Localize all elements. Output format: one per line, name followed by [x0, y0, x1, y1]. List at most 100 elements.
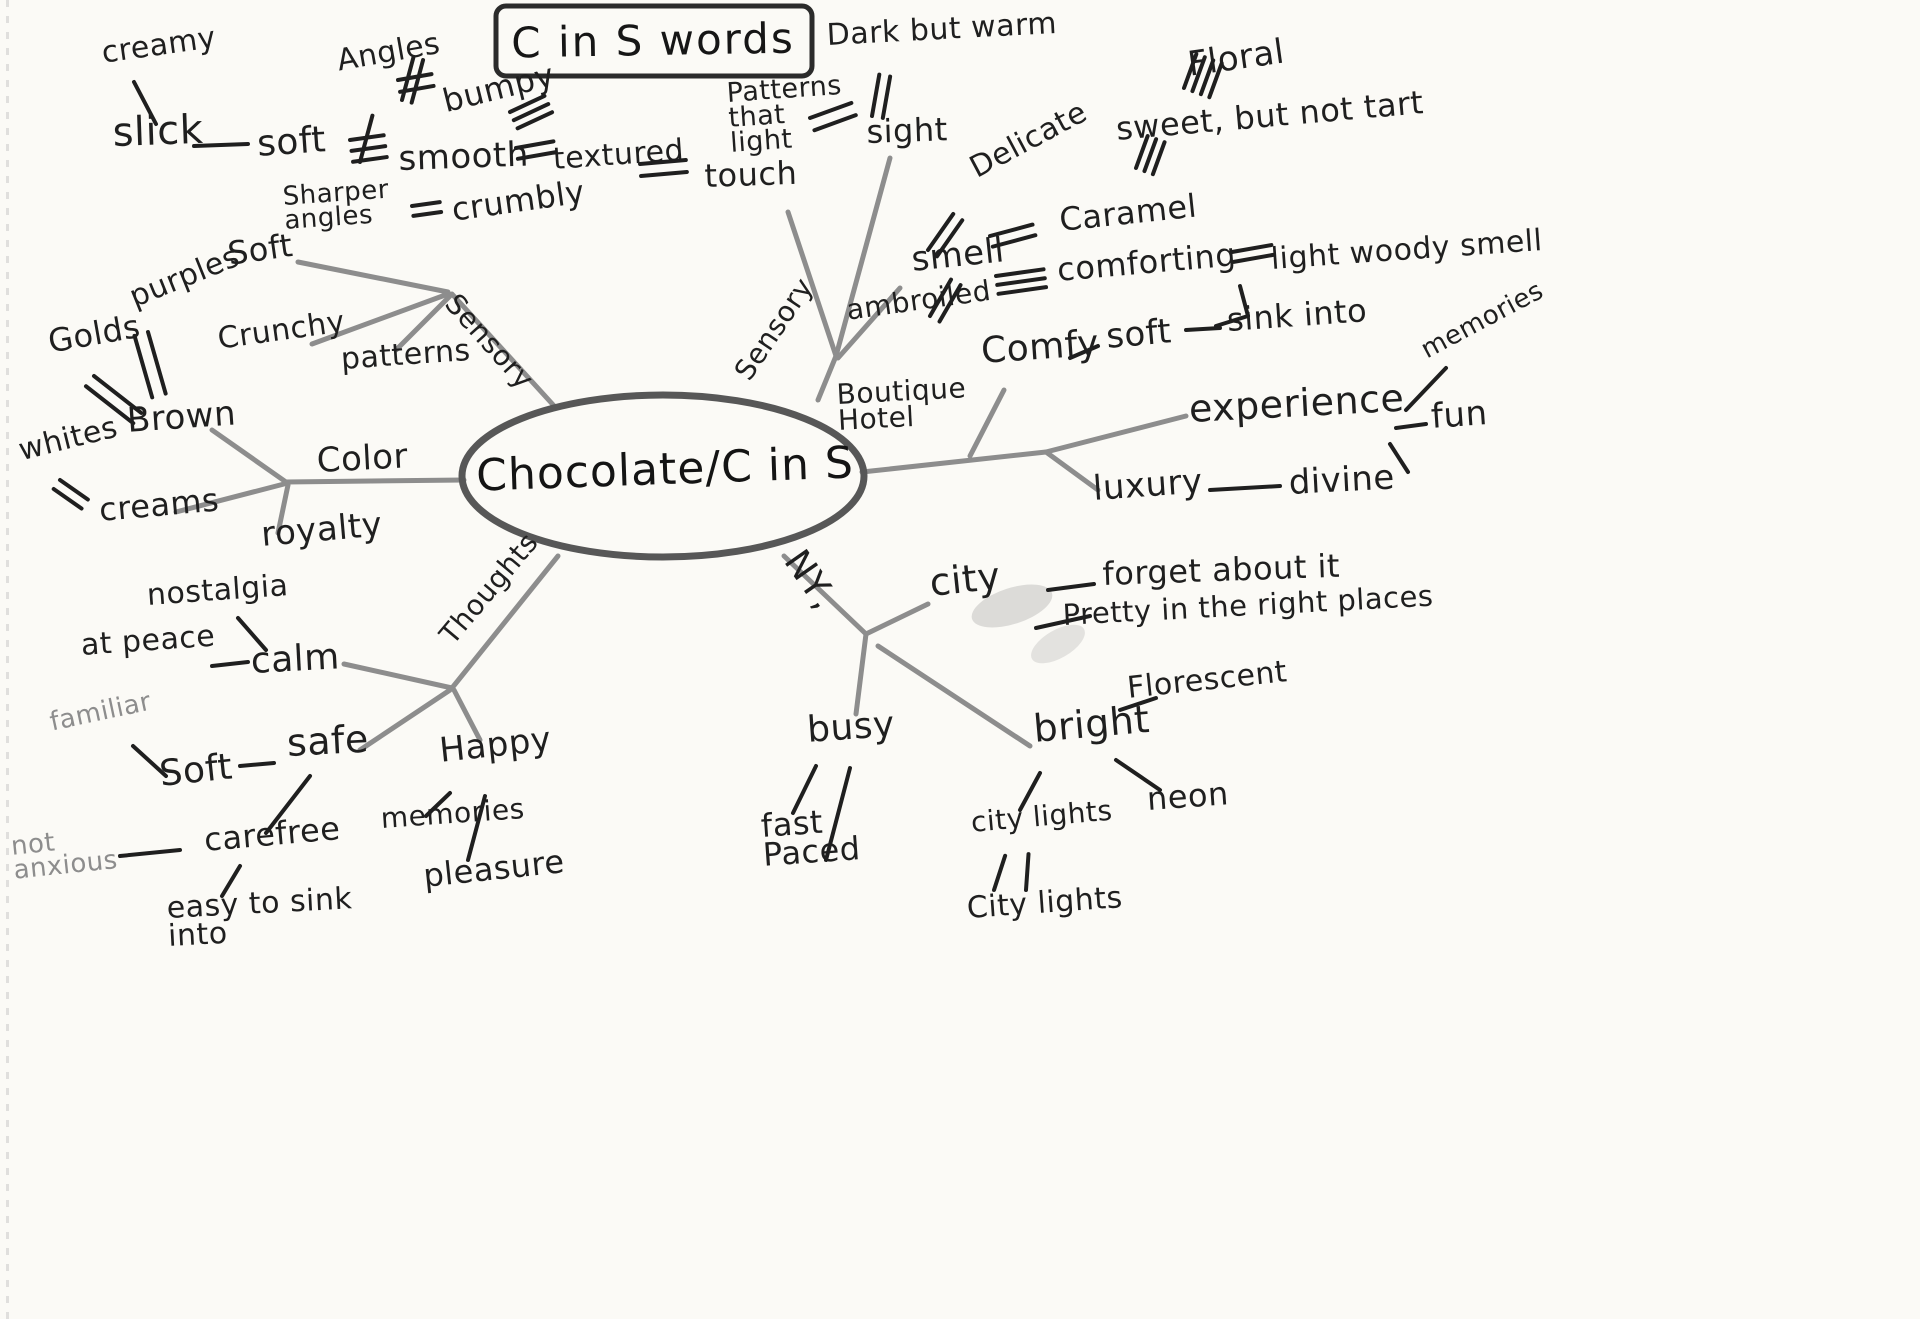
- dark-warm-bars: [880, 74, 893, 120]
- node-memories-happy: memories: [379, 791, 526, 835]
- smooth-notequal-slash: [358, 113, 375, 164]
- node-busy: busy: [805, 703, 897, 751]
- connector-line: [275, 482, 291, 536]
- smooth-textured-equals: [514, 139, 556, 150]
- connector-line: [1046, 582, 1096, 592]
- sweet-hatch: [1134, 134, 1150, 170]
- node-boutique-hotel: Boutique Hotel: [835, 371, 967, 437]
- node-pleasure: pleasure: [421, 842, 567, 895]
- node-fun: fun: [1429, 393, 1489, 437]
- node-smell: smell: [909, 230, 1007, 280]
- smooth-textured-equals: [515, 150, 558, 161]
- connector-line: [393, 293, 453, 353]
- node-purples: purples: [124, 239, 245, 315]
- connector-line: [835, 285, 903, 361]
- connector-line: [1238, 284, 1250, 318]
- node-soft-thoughts: Soft: [157, 746, 235, 795]
- node-city: city: [927, 553, 1003, 605]
- connector-line: [451, 687, 483, 743]
- node-bumpy: bumpy: [438, 55, 559, 121]
- node-soft-comfy: soft: [1104, 311, 1174, 357]
- pencil-smudge: [1031, 624, 1085, 664]
- node-sight: sight: [865, 110, 949, 151]
- connector-line: [1208, 484, 1282, 492]
- sharper-crumbly-equals: [410, 200, 442, 208]
- connector-line: [357, 687, 453, 753]
- connector-line: [192, 142, 250, 148]
- connector-line: [1118, 696, 1158, 712]
- golds-bars: [83, 384, 136, 426]
- node-floral: Floral: [1185, 31, 1288, 85]
- whites-equals: [51, 487, 84, 511]
- connector-line: [853, 631, 869, 717]
- dark-warm-bars: [870, 72, 882, 118]
- connector-line: [791, 764, 818, 815]
- connector-line: [283, 477, 467, 485]
- node-delicate: Delicate: [964, 94, 1093, 186]
- connector-line: [859, 449, 1049, 475]
- node-comfy: Comfy: [979, 322, 1101, 372]
- node-slick: slick: [111, 106, 205, 156]
- connector-line: [309, 291, 451, 347]
- node-soft-touch: soft: [255, 119, 328, 165]
- hatch-marks: [51, 52, 1276, 892]
- node-city-lights-1: city lights: [969, 793, 1114, 839]
- connector-line: [1018, 771, 1042, 812]
- smell-bars-down: [928, 277, 953, 318]
- connector-line: [220, 864, 242, 898]
- node-thoughts: Thoughts: [432, 526, 545, 651]
- delicate-bars: [935, 218, 965, 259]
- textured-touch-equals: [639, 169, 689, 178]
- node-dark-but-warm: Dark but warm: [825, 5, 1058, 53]
- connector-line: [863, 601, 931, 637]
- floral-hatch: [1198, 58, 1216, 97]
- smell-equals-lower: [996, 285, 1049, 296]
- connector-line: [1068, 344, 1100, 360]
- connector-line: [967, 387, 1007, 459]
- node-creamy: creamy: [99, 20, 219, 71]
- node-sensory-center: Sensory: [727, 271, 820, 387]
- node-nostalgia: nostalgia: [145, 568, 290, 613]
- connector-line: [131, 744, 168, 778]
- node-ny: NY,: [775, 542, 845, 617]
- branch-lines: [118, 80, 1448, 898]
- connector-line: [236, 616, 268, 652]
- node-textured: textured: [551, 132, 686, 177]
- citylights-bar: [1024, 852, 1031, 892]
- bumpy-equals: [508, 93, 547, 114]
- node-light-woody-smell: light woody smell: [1269, 223, 1544, 277]
- node-comforting: comforting: [1055, 235, 1238, 289]
- node-calm: calm: [249, 636, 341, 682]
- bumpy-equals: [515, 110, 555, 131]
- connector-line: [341, 661, 455, 691]
- node-whites: whites: [15, 409, 122, 469]
- node-happy: Happy: [437, 719, 554, 771]
- node-florescent: Florescent: [1125, 654, 1289, 706]
- purples-bars: [132, 333, 155, 400]
- textured-touch-equals: [638, 157, 688, 166]
- purples-bars: [146, 330, 168, 396]
- connector-line: [1404, 366, 1448, 412]
- connector-line: [424, 791, 452, 818]
- node-color: Color: [315, 436, 409, 481]
- smell-bars-down: [937, 283, 963, 324]
- node-at-peace: at peace: [79, 618, 217, 663]
- connector-line: [1034, 614, 1092, 630]
- smell-equals-upper: [988, 222, 1035, 238]
- comforting-equals: [1231, 252, 1276, 264]
- connector-line: [118, 848, 182, 858]
- connector-line: [1214, 314, 1250, 328]
- node-carefree: carefree: [202, 809, 342, 859]
- sight-equals: [808, 100, 854, 120]
- node-easy-to-sink-into: easy to sink into: [165, 881, 354, 954]
- pencil-smudges: [971, 584, 1085, 664]
- connector-line: [785, 209, 839, 359]
- comforting-equals: [1230, 243, 1274, 254]
- connector-line: [1043, 413, 1189, 455]
- pencil-smudge: [971, 584, 1053, 628]
- sweet-hatch: [1142, 137, 1159, 174]
- node-creams: creams: [97, 480, 221, 529]
- connector-line: [1043, 449, 1101, 493]
